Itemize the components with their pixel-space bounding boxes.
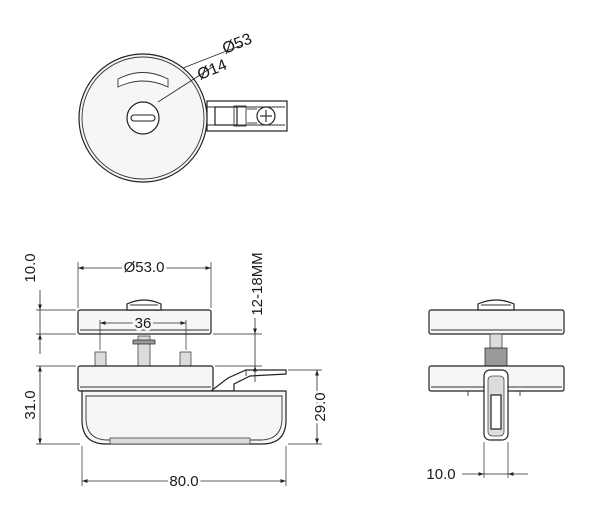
top-view-latch (206, 100, 288, 132)
front-housing (81, 390, 287, 445)
dim-label-diameter: Ø53.0 (124, 259, 165, 276)
dim-label-top-thickness: 10.0 (22, 253, 39, 282)
front-view: 10.0 Ø53.0 36 12-18MM 31.0 29.0 80.0 (20, 252, 332, 492)
indicator-window (117, 72, 169, 88)
dim-label-bolt-spacing: 36 (135, 315, 152, 332)
leader-label-outer-diameter: Ø53 (220, 31, 255, 58)
dim-label-glass-thickness: 12-18MM (249, 252, 266, 315)
dim-label-body-height: 31.0 (22, 390, 39, 419)
dim-label-overall-width: 80.0 (169, 473, 198, 490)
dim-label-bar-width: 10.0 (426, 466, 455, 483)
side-view: 10.0 (424, 299, 565, 486)
dim-label-side-height: 29.0 (312, 392, 329, 421)
leader-label-inner-diameter: Ø14 (195, 57, 230, 84)
top-view: Ø53 Ø14 (78, 31, 288, 183)
